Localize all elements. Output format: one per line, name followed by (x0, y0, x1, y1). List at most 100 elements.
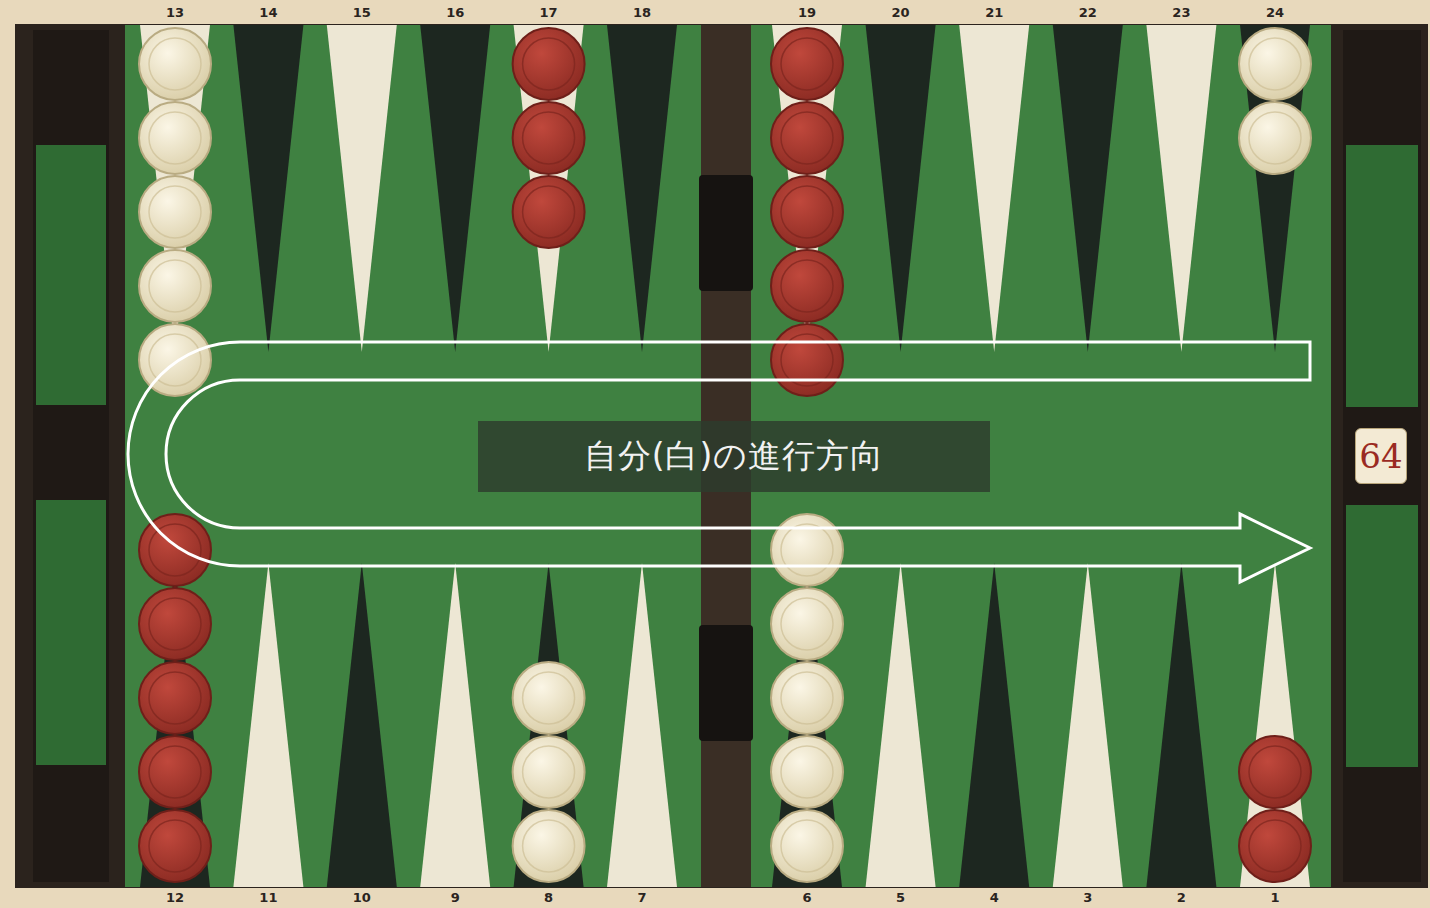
point-number: 19 (787, 5, 827, 21)
checker-ring (781, 186, 833, 238)
checker (139, 736, 211, 808)
checker-ring (781, 38, 833, 90)
point-triangle (607, 563, 677, 887)
checker-ring (149, 820, 201, 872)
checker (1239, 810, 1311, 882)
point-number: 16 (435, 5, 475, 21)
point-number: 5 (881, 890, 921, 906)
checker (513, 810, 585, 882)
point-number: 6 (787, 890, 827, 906)
point-number: 22 (1068, 5, 1108, 21)
point-number: 18 (622, 5, 662, 21)
point-triangle (607, 25, 677, 352)
checker-ring (523, 820, 575, 872)
checker-ring (781, 746, 833, 798)
checker (513, 736, 585, 808)
checker (139, 250, 211, 322)
point-triangle (514, 25, 584, 352)
point-number: 8 (529, 890, 569, 906)
point-triangle (140, 563, 210, 887)
checker (139, 662, 211, 734)
point-number: 24 (1255, 5, 1295, 21)
checker-ring (523, 746, 575, 798)
checker (139, 514, 211, 586)
checker-ring (781, 672, 833, 724)
checker-ring (149, 746, 201, 798)
checker (139, 588, 211, 660)
checker-ring (781, 112, 833, 164)
point-number: 13 (155, 5, 195, 21)
point-triangle (866, 25, 936, 352)
point-triangle (1053, 25, 1123, 352)
checker-ring (149, 112, 201, 164)
point-triangle (233, 25, 303, 352)
checker (139, 810, 211, 882)
checker (771, 102, 843, 174)
point-triangle (1240, 25, 1310, 352)
checker (771, 736, 843, 808)
hinge (699, 175, 753, 291)
point-number: 10 (342, 890, 382, 906)
point-number: 4 (974, 890, 1014, 906)
checker (771, 810, 843, 882)
checker (513, 176, 585, 248)
point-number: 7 (622, 890, 662, 906)
point-triangle (959, 563, 1029, 887)
direction-label: 自分(白)の進行方向 (478, 421, 990, 492)
point-triangle (1146, 25, 1216, 352)
checker (139, 176, 211, 248)
checker (1239, 736, 1311, 808)
tray-felt (1346, 505, 1418, 767)
point-number: 14 (248, 5, 288, 21)
point-number: 9 (435, 890, 475, 906)
checker-ring (149, 38, 201, 90)
point-number: 2 (1161, 890, 1201, 906)
point-number: 23 (1161, 5, 1201, 21)
point-triangle (420, 25, 490, 352)
checker-ring (781, 524, 833, 576)
checker (1239, 28, 1311, 100)
checker (513, 662, 585, 734)
node-text: 自分(白)の進行方向 (584, 434, 885, 479)
checker-ring (149, 260, 201, 312)
point-triangle (327, 563, 397, 887)
point-triangle (866, 563, 936, 887)
checker (513, 102, 585, 174)
node-text: 64 (1359, 436, 1402, 476)
checker-ring (149, 186, 201, 238)
checker (513, 28, 585, 100)
checker-ring (1249, 820, 1301, 872)
checker-ring (1249, 746, 1301, 798)
point-triangle (327, 25, 397, 352)
point-triangle (233, 563, 303, 887)
direction-arrow (128, 342, 1310, 582)
point-number: 1 (1255, 890, 1295, 906)
checker-ring (149, 524, 201, 576)
checker (139, 102, 211, 174)
board-frame (15, 24, 1428, 888)
point-triangle (772, 25, 842, 352)
checker-ring (523, 38, 575, 90)
checker-ring (1249, 112, 1301, 164)
point-number: 12 (155, 890, 195, 906)
checker-ring (523, 186, 575, 238)
tray-felt (1346, 145, 1418, 407)
tray (33, 30, 109, 882)
checker-ring (523, 112, 575, 164)
checker-ring (781, 598, 833, 650)
doubling-cube: 64 (1355, 428, 1407, 484)
checker (771, 514, 843, 586)
tray-felt (36, 145, 106, 405)
hinge (699, 625, 753, 741)
checker-ring (149, 598, 201, 650)
checker-ring (149, 672, 201, 724)
point-triangle (514, 563, 584, 887)
checker (139, 28, 211, 100)
tray (1343, 30, 1421, 882)
point-triangle (772, 563, 842, 887)
tray-felt (36, 500, 106, 765)
checker (771, 588, 843, 660)
checker (771, 250, 843, 322)
point-triangle (1146, 563, 1216, 887)
